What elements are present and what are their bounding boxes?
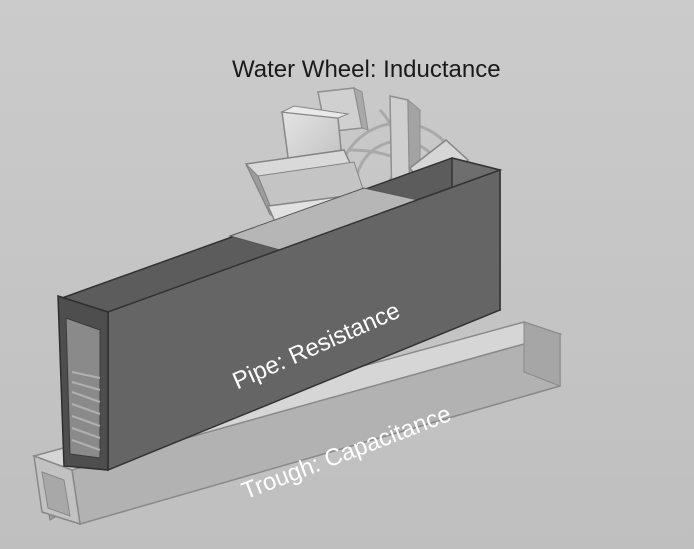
- water-wheel-label: Water Wheel: Inductance: [232, 56, 501, 83]
- pipe: [57, 157, 503, 472]
